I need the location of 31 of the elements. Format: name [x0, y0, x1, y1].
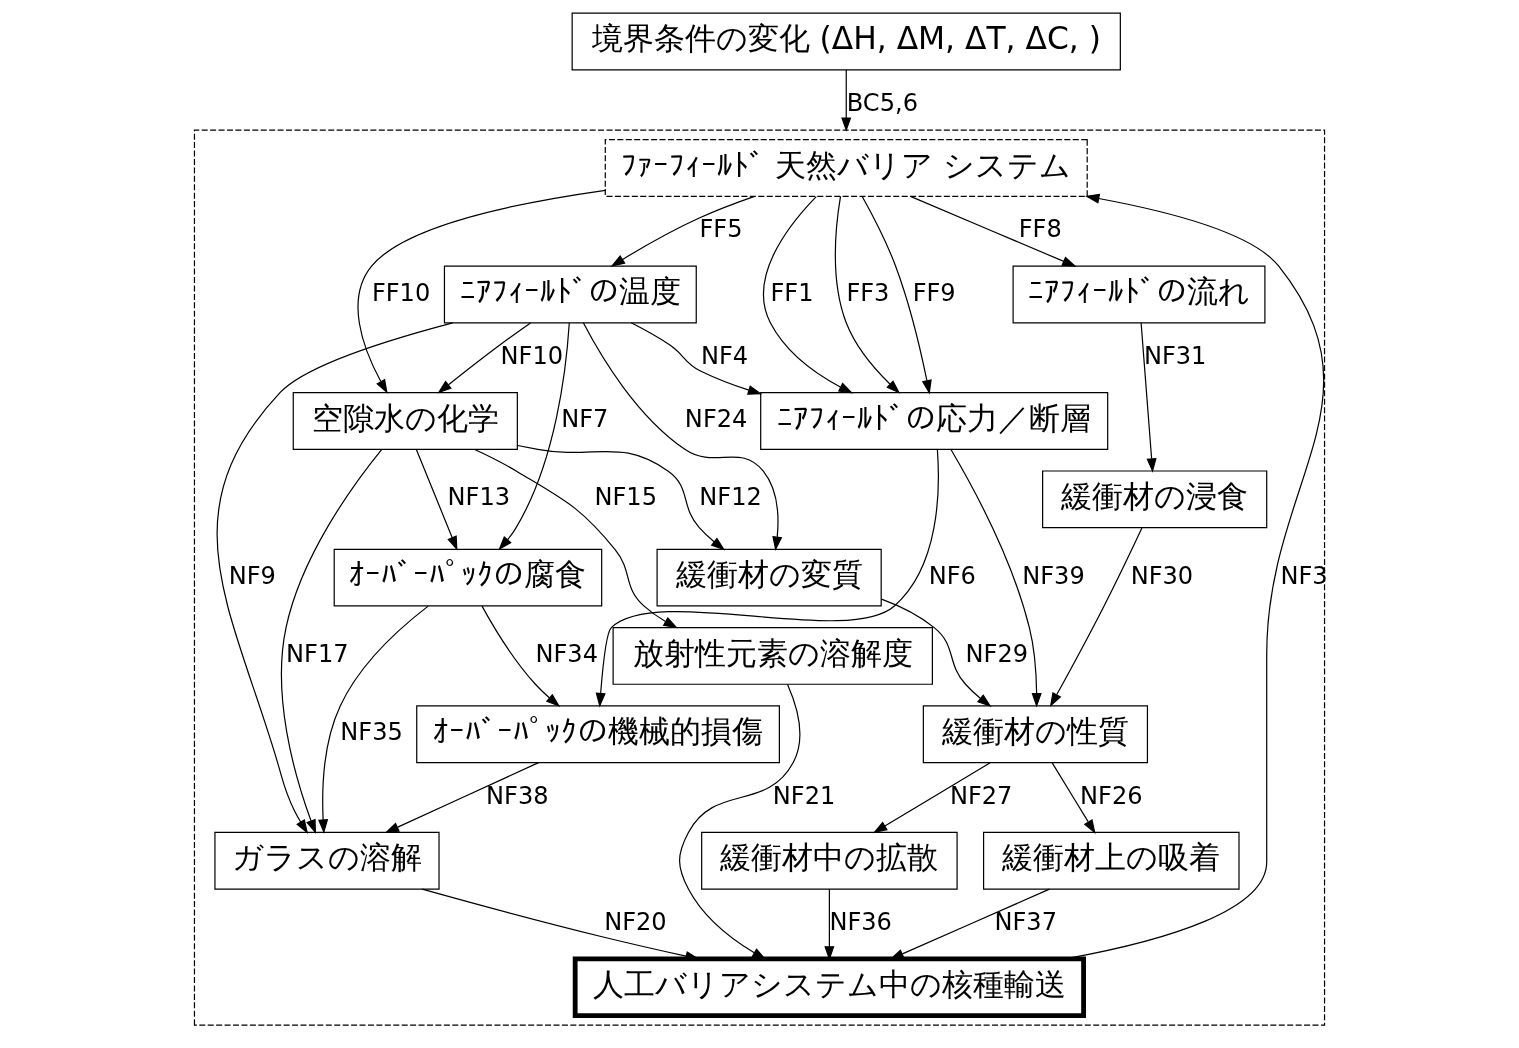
edge-label: FF5 [699, 215, 743, 244]
edge-label: NF15 [594, 483, 658, 512]
edge-label: NF3 [1280, 561, 1328, 590]
edge-label: NF27 [949, 781, 1013, 810]
edge-label: NF7 [561, 405, 609, 434]
edge-label: NF12 [699, 483, 762, 512]
edge-label: FF1 [770, 278, 814, 307]
edge-label: NF10 [500, 341, 564, 370]
edge-label: NF35 [340, 718, 403, 747]
edge-label: NF4 [700, 341, 749, 370]
edge-label: NF9 [228, 561, 276, 590]
edge-label: FF10 [371, 278, 431, 307]
edge-label: NF24 [684, 405, 748, 434]
edge-label: NF34 [535, 639, 598, 668]
edge-label: NF37 [994, 908, 1058, 937]
edge-label: NF31 [1143, 341, 1207, 370]
edge-label: NF38 [486, 781, 549, 810]
edge-label: FF9 [912, 278, 956, 307]
edge-label: NF29 [965, 639, 1029, 668]
edge-label: NF20 [604, 908, 667, 937]
edge-label: NF26 [1080, 781, 1143, 810]
edge-label: NF39 [1022, 561, 1085, 590]
edge-label: NF21 [772, 781, 836, 810]
edge-label: NF6 [928, 561, 976, 590]
edge-label: FF3 [846, 278, 890, 307]
edge-label: NF17 [286, 639, 349, 668]
edge-label: NF36 [829, 908, 892, 937]
edge-label: NF30 [1130, 561, 1194, 590]
edge-label: NF13 [447, 483, 511, 512]
edge-label: FF8 [1018, 215, 1062, 244]
edge-label: BC5,6 [846, 88, 918, 117]
